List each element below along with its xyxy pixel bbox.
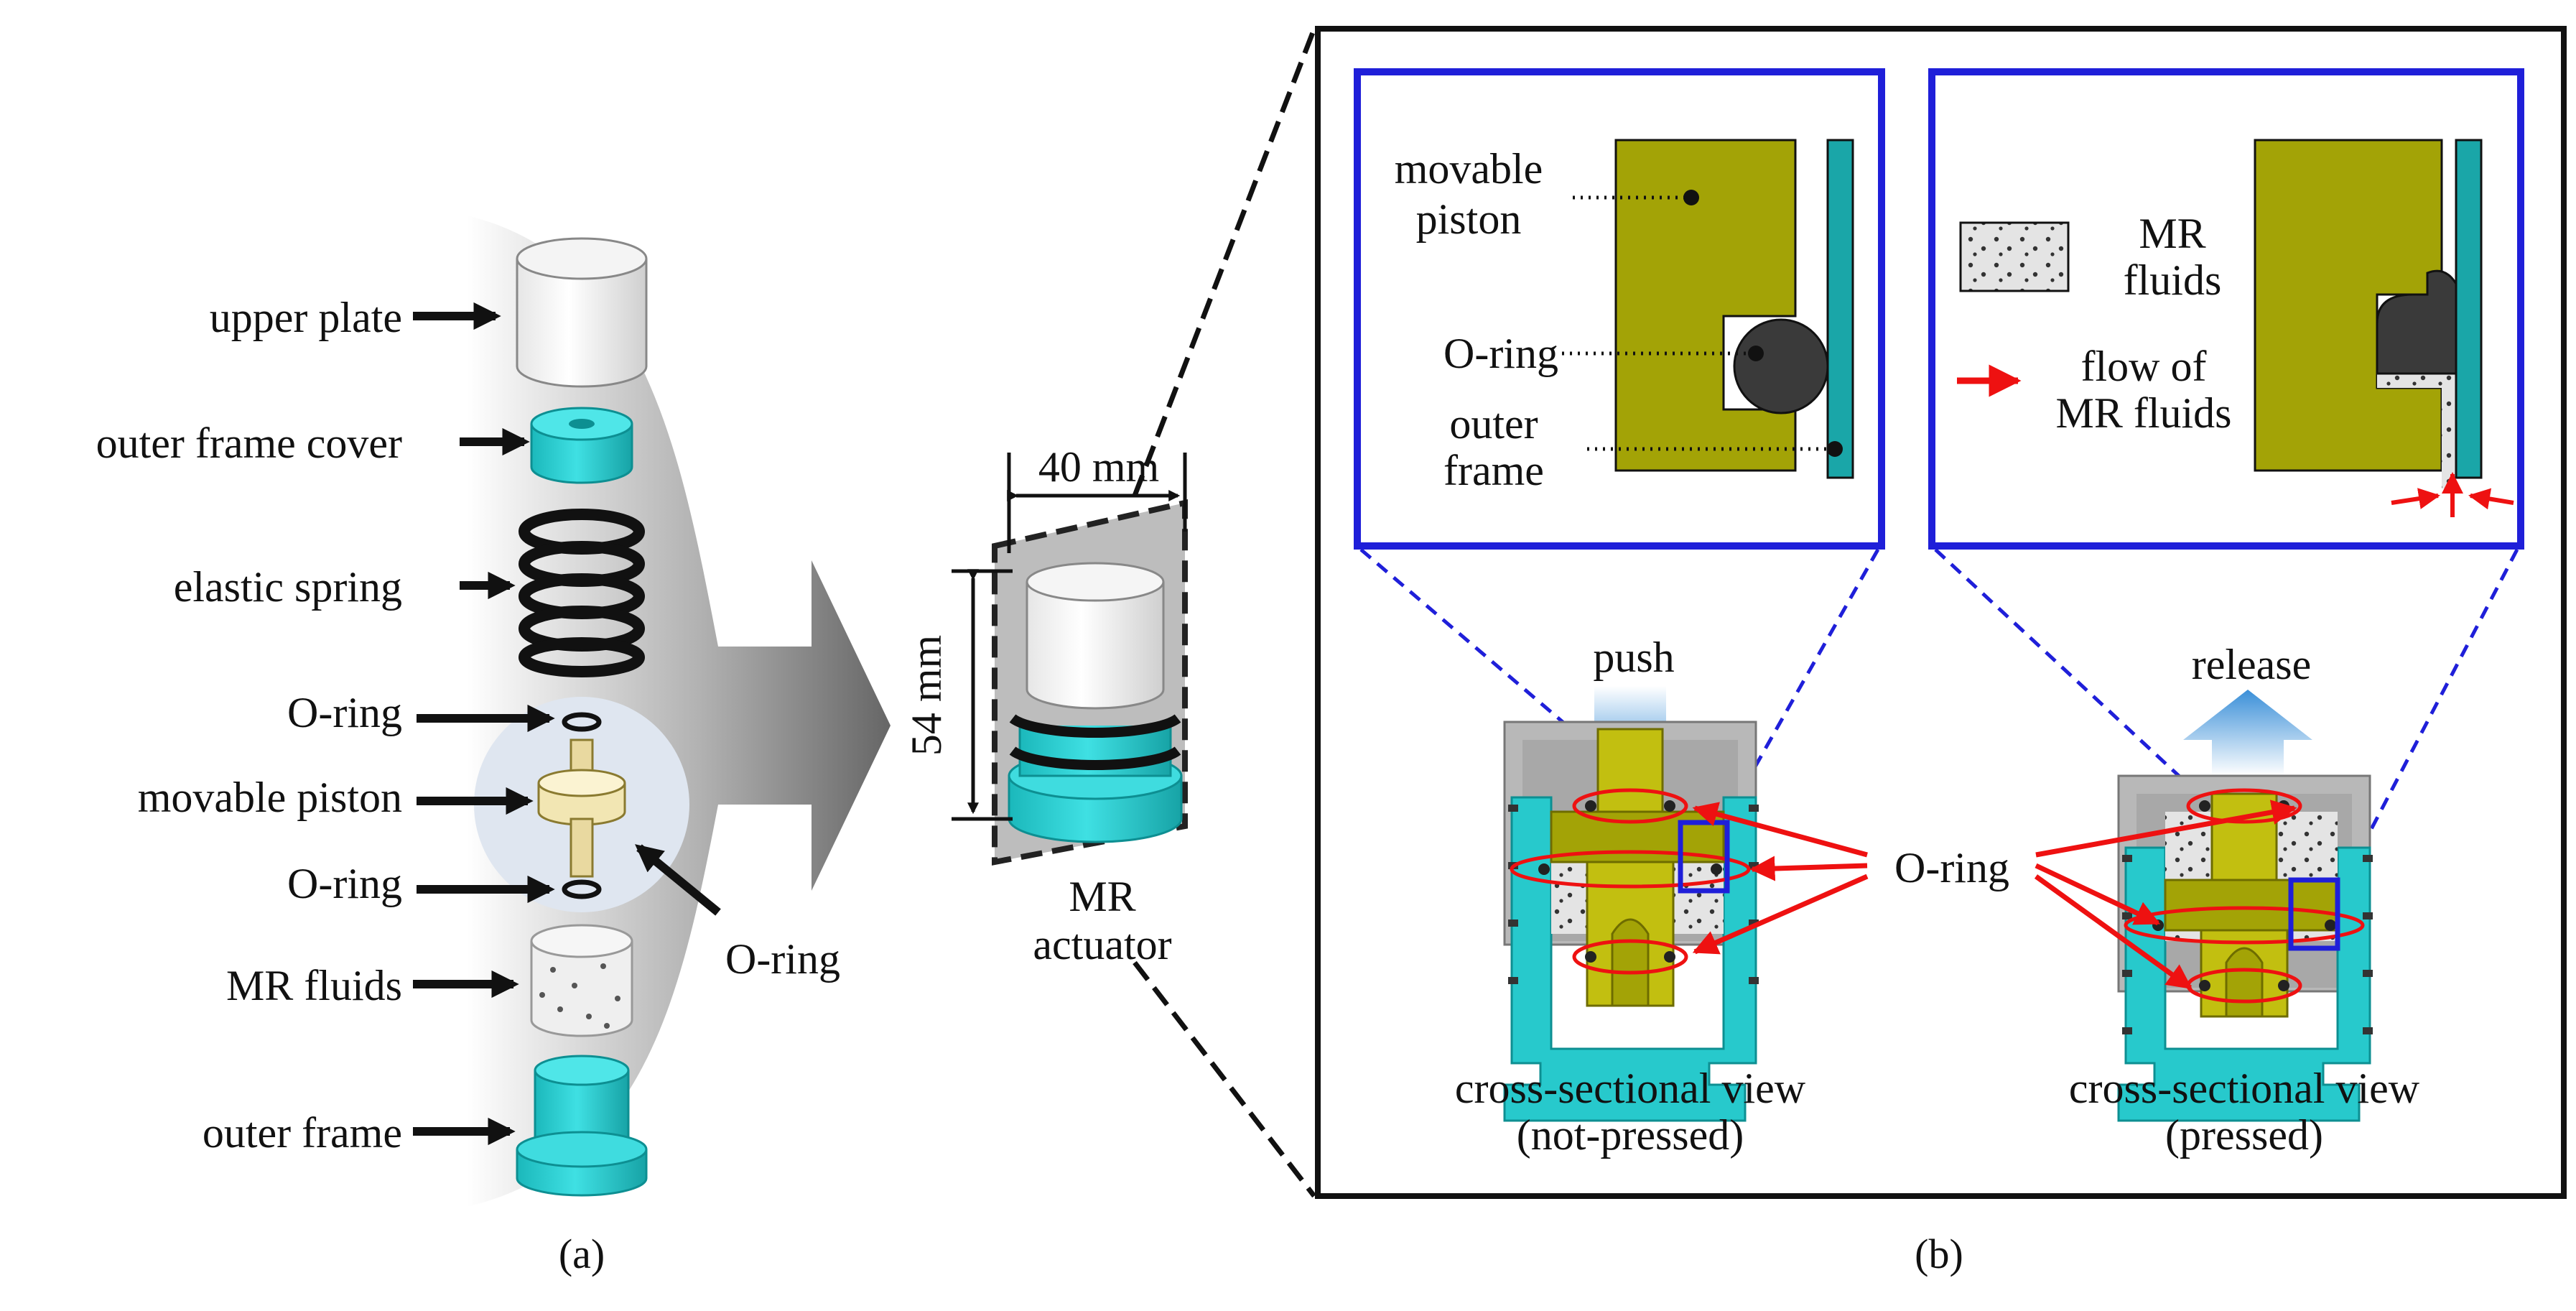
label-arrows-a [413, 302, 721, 1146]
o-ring-top-part [562, 712, 602, 732]
actuator-label-line2: actuator [1033, 921, 1171, 968]
detail-label-mr: MR [2139, 210, 2205, 257]
label-outer-frame-cover: outer frame cover [96, 420, 402, 467]
label-mr-fluids: MR fluids [226, 962, 402, 1009]
caption-a: (a) [559, 1231, 605, 1277]
detail-label-o-ring: O-ring [1443, 330, 1558, 377]
detail-label-flow-of: flow of [2081, 343, 2207, 390]
label-o-ring-bottom: O-ring [287, 860, 402, 907]
push-label: push [1593, 634, 1674, 681]
mr-fluids-swatch [1959, 221, 2070, 292]
elastic-spring-part [519, 509, 645, 677]
o-ring-bottom-part [562, 879, 602, 899]
right-view-caption-1: cross-sectional view [2069, 1065, 2420, 1112]
label-movable-piston: movable piston [138, 774, 402, 821]
label-o-ring-top: O-ring [287, 689, 402, 736]
detail-label-flow-mr: MR fluids [2055, 389, 2231, 437]
upper-plate-part [516, 237, 648, 388]
o-ring-center-label: O-ring [1894, 844, 2009, 891]
release-arrow [2183, 690, 2312, 776]
label-elastic-spring: elastic spring [174, 563, 402, 611]
actuator-label-line1: MR [1069, 873, 1135, 920]
release-label: release [2192, 641, 2312, 688]
outer-frame-cover-part [530, 407, 633, 484]
detail-label-frame: frame [1443, 447, 1544, 494]
mr-actuator: 40 mm 54 mm MR actuator [903, 443, 1188, 968]
detail-label-piston: piston [1416, 195, 1522, 243]
o-ring-red-arrows [1692, 800, 2297, 990]
height-dimension [952, 569, 1013, 821]
label-upper-plate: upper plate [210, 294, 402, 341]
caption-b: (b) [1915, 1231, 1963, 1277]
label-o-ring-callout: O-ring [725, 935, 840, 983]
left-view-caption-1: cross-sectional view [1455, 1065, 1806, 1112]
right-view-caption-2: (pressed) [2165, 1111, 2323, 1159]
zoom-lines [1132, 27, 1317, 1198]
detail-label-fluids: fluids [2124, 256, 2222, 304]
label-outer-frame: outer frame [203, 1109, 402, 1157]
height-dimension-label: 54 mm [903, 635, 950, 756]
width-dimension [1007, 453, 1187, 553]
movable-piston-part [537, 738, 626, 878]
mr-fluids-part [530, 924, 633, 1037]
cross-section-pressed: release cross-sectional view (pressed) [2069, 641, 2420, 1159]
cross-section-not-pressed: push cross-sectional view (not-pressed) [1455, 634, 1806, 1159]
detail-label-movable: movable [1395, 145, 1543, 193]
panel-b: movable piston O-ring outer frame [1315, 26, 2567, 1277]
left-view-caption-2: (not-pressed) [1517, 1111, 1744, 1159]
panel-a: upper plate outer frame cover elastic sp… [96, 216, 891, 1277]
detail-box-right: MR fluids flow of MR fluids [1928, 68, 2524, 550]
detail-box-left: movable piston O-ring outer frame [1354, 68, 1885, 550]
detail-label-outer: outer [1449, 400, 1538, 448]
outer-frame-part [516, 1055, 648, 1197]
